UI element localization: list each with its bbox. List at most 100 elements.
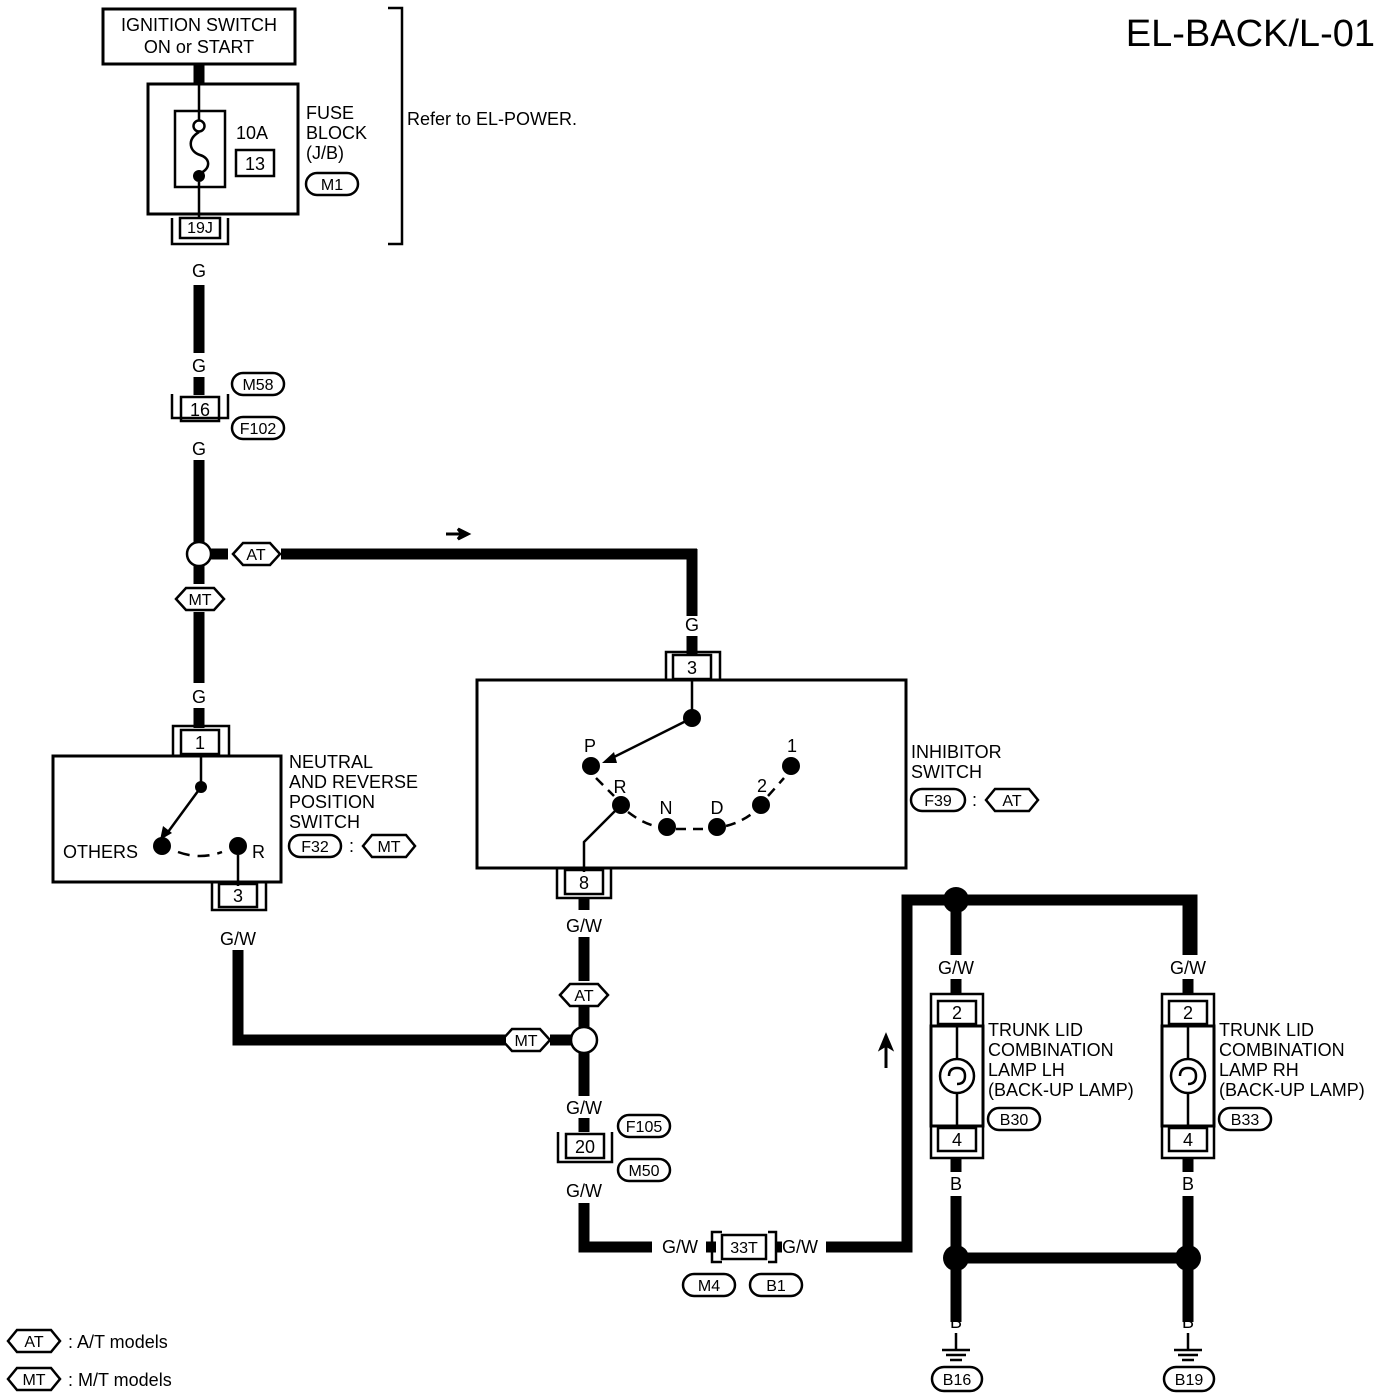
diagram-title: EL-BACK/L-01	[1126, 13, 1375, 55]
nr-mt-tag: MT	[377, 839, 400, 856]
fuse-number: 13	[245, 154, 265, 174]
lamp-rh-label-2: COMBINATION	[1219, 1040, 1345, 1060]
wire-color-gw-rh: G/W	[1170, 958, 1206, 978]
joint-16-conn-f102: F102	[240, 421, 277, 438]
lamp-lh-terminal-4: 4	[952, 1130, 962, 1150]
wire-color-b-g1: B	[950, 1312, 962, 1332]
wire-color-gw-4: G/W	[662, 1237, 698, 1257]
legend: AT : A/T models MT : M/T models	[6, 1328, 172, 1392]
lamp-rh-label-4: (BACK-UP LAMP)	[1219, 1080, 1365, 1100]
inhibitor-connector-f39: F39	[924, 793, 952, 810]
at-tag-lower: AT	[558, 982, 610, 1008]
ignition-switch: IGNITION SWITCH ON or START	[101, 7, 297, 66]
pos-d: D	[711, 798, 724, 818]
wire-color-g-2: G	[192, 356, 206, 376]
mt-tag-lower-text: MT	[514, 1033, 537, 1050]
inhibitor-label-2: SWITCH	[911, 762, 982, 782]
nr-terminal-3: 3	[233, 886, 243, 906]
ignition-line1: IGNITION SWITCH	[121, 15, 277, 35]
lamp-rh-label-1: TRUNK LID	[1219, 1020, 1314, 1040]
pos-p: P	[584, 736, 596, 756]
nr-r-label: R	[252, 842, 265, 862]
lamp-rh-terminal-4: 4	[1183, 1130, 1193, 1150]
inhibitor-terminal-8: 8	[579, 873, 589, 893]
legend-mt-text: : M/T models	[68, 1370, 172, 1390]
fuse-block-label-1: FUSE	[306, 103, 354, 123]
lamp-lh: 2 4 TRUNK LID COMBINATION LAMP LH (BACK-…	[929, 992, 1134, 1160]
joint-20-conn-m50: M50	[628, 1163, 659, 1180]
wire-color-b-lh: B	[950, 1174, 962, 1194]
pos-n: N	[660, 798, 673, 818]
lamp-lh-label-4: (BACK-UP LAMP)	[988, 1080, 1134, 1100]
lamp-rh-terminal-2: 2	[1183, 1003, 1193, 1023]
inhibitor-terminal-3: 3	[687, 658, 697, 678]
wire-color-b-g2: B	[1182, 1312, 1194, 1332]
wire-color-b-rh: B	[1182, 1174, 1194, 1194]
joint-16-conn-m58: M58	[242, 377, 273, 394]
ground-b19: B B19	[1162, 1312, 1216, 1393]
split-junction-lower	[569, 1025, 599, 1055]
split-junction-upper	[185, 540, 213, 568]
fuse-connector-m1: M1	[321, 177, 343, 194]
legend-at-tag: AT	[24, 1334, 43, 1351]
lamp-lh-terminal-2: 2	[952, 1003, 962, 1023]
wire-color-gw-5: G/W	[782, 1237, 818, 1257]
refer-bracket: Refer to EL-POWER.	[388, 6, 577, 246]
inhibitor-switch: 3 P R N D 2 1 8 INHIBITOR SWITCH F39 : A…	[475, 650, 1040, 900]
lamp-lh-label-1: TRUNK LID	[988, 1020, 1083, 1040]
mt-tag-lower: MT	[500, 1027, 552, 1053]
nr-label-4: SWITCH	[289, 812, 360, 832]
joint-33t-conn-m4: M4	[698, 1278, 720, 1295]
joint-connector-16: 16 M58 F102	[170, 371, 286, 441]
legend-at-text: : A/T models	[68, 1332, 168, 1352]
joint-20-conn-f105: F105	[626, 1119, 663, 1136]
wire-color-g-5: G	[685, 615, 699, 635]
ground-b19-label: B19	[1175, 1372, 1204, 1389]
at-tag-lower-text: AT	[574, 988, 593, 1005]
ground-b16-label: B16	[943, 1372, 972, 1389]
lamp-rh: 2 4 TRUNK LID COMBINATION LAMP RH (BACK-…	[1160, 992, 1365, 1160]
pos-2: 2	[757, 776, 767, 796]
fuse-block-label-2: BLOCK	[306, 123, 367, 143]
nr-others-label: OTHERS	[63, 842, 138, 862]
at-tag-upper-text: AT	[246, 547, 265, 564]
nr-terminal-1: 1	[195, 733, 205, 753]
neutral-reverse-switch: 1 OTHERS R 3 NEUTRAL AND REVERSE POSITIO…	[51, 724, 418, 912]
at-tag-upper: AT	[231, 541, 282, 567]
lamp-lh-label-2: COMBINATION	[988, 1040, 1114, 1060]
flow-arrow-right	[446, 527, 472, 541]
wire-color-gw-inh: G/W	[566, 916, 602, 936]
wire-color-g-4: G	[192, 687, 206, 707]
inhibitor-at-tag: AT	[1002, 793, 1021, 810]
lamp-lh-connector-b30: B30	[1000, 1112, 1029, 1129]
joint-20-terminal: 20	[575, 1137, 595, 1157]
wire-color-gw-nr: G/W	[220, 929, 256, 949]
mt-tag-upper-text: MT	[188, 592, 211, 609]
legend-mt-tag: MT	[22, 1372, 45, 1389]
lamp-lh-label-3: LAMP LH	[988, 1060, 1065, 1080]
wire-color-g-3: G	[192, 439, 206, 459]
refer-note: Refer to EL-POWER.	[407, 109, 577, 129]
fuse-block-label-3: (J/B)	[306, 143, 344, 163]
pos-1: 1	[787, 736, 797, 756]
nr-connector-f32: F32	[301, 839, 329, 856]
nr-label-2: AND REVERSE	[289, 772, 418, 792]
nr-label-1: NEUTRAL	[289, 752, 373, 772]
joint-connector-33t: 33T M4 B1	[681, 1230, 804, 1298]
joint-16-terminal: 16	[190, 400, 210, 420]
mt-tag-upper: MT	[174, 586, 226, 612]
fuse-block: 10A 13 19J FUSE BLOCK (J/B) M1	[146, 64, 367, 246]
lamp-rh-label-3: LAMP RH	[1219, 1060, 1299, 1080]
wire-color-gw-3: G/W	[566, 1181, 602, 1201]
inhibitor-sep: :	[972, 790, 977, 810]
lamp-rh-connector-b33: B33	[1231, 1112, 1260, 1129]
joint-connector-20: 20 F105 M50	[556, 1113, 672, 1183]
wire-color-gw-2: G/W	[566, 1098, 602, 1118]
joint-33t-conn-b1: B1	[766, 1278, 786, 1295]
wire-color-gw-lh: G/W	[938, 958, 974, 978]
ignition-line2: ON or START	[144, 37, 254, 57]
fuse-rating: 10A	[236, 123, 268, 143]
joint-33t-terminal: 33T	[730, 1240, 758, 1257]
inhibitor-label-1: INHIBITOR	[911, 742, 1002, 762]
